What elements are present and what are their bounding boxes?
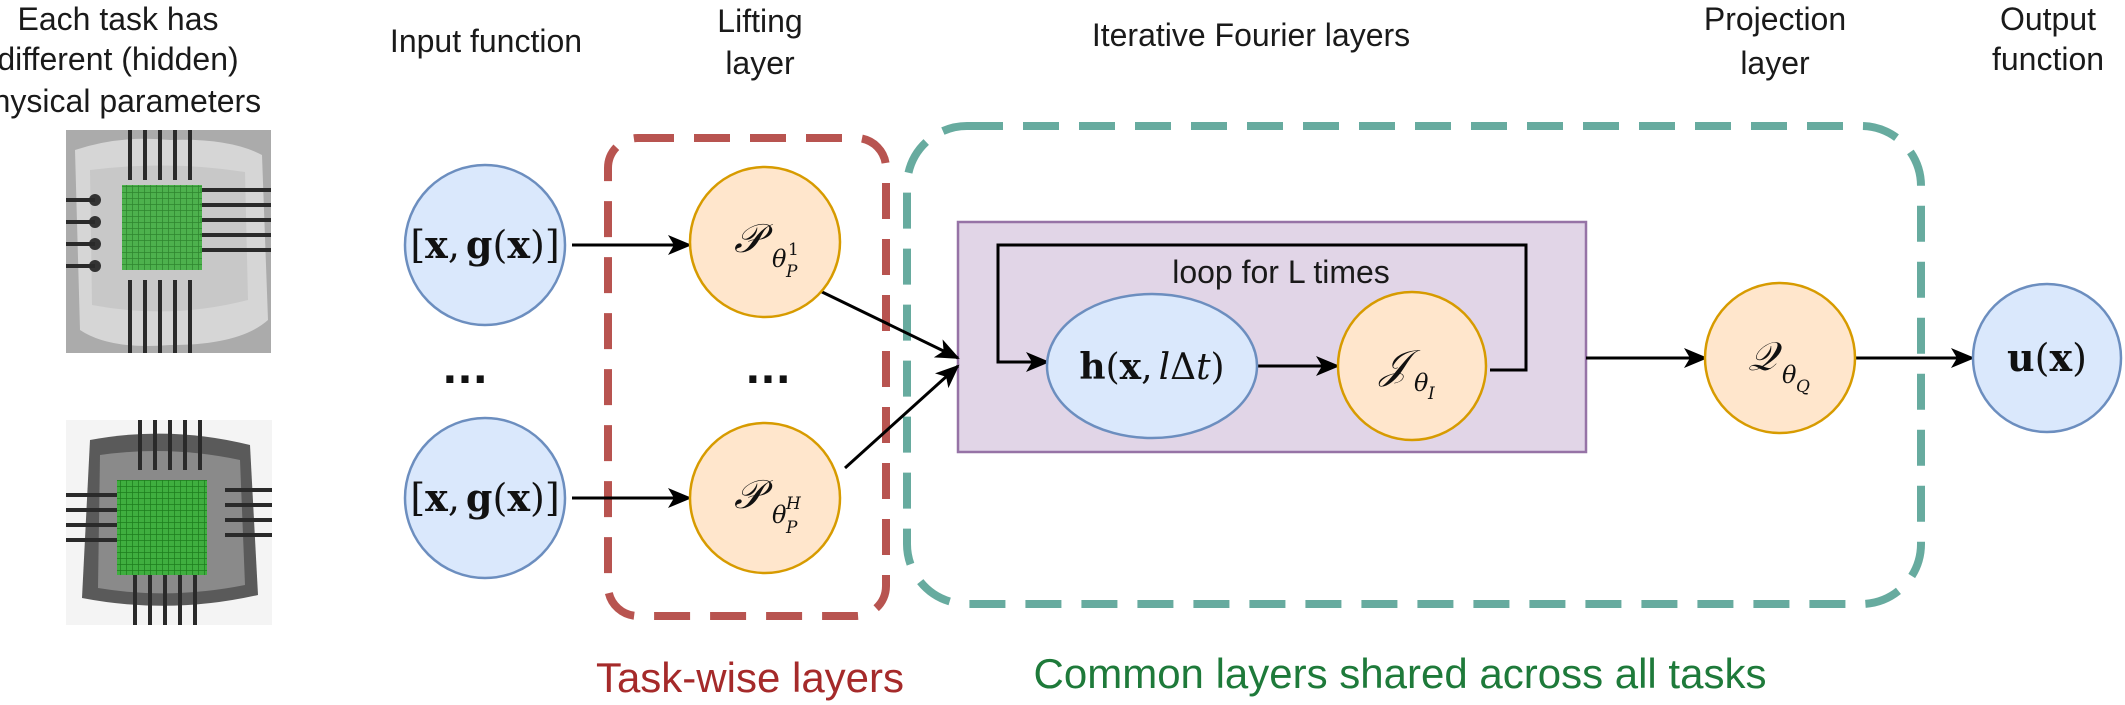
arrow-lift-bottom-to-block <box>843 364 960 470</box>
task-caption-line2: different (hidden) <box>0 41 239 77</box>
svg-text:θ: θ <box>772 245 787 273</box>
input-node-bottom: [x,g(x)] <box>403 416 567 580</box>
lift-node-bottom: 𝒫 θ H P <box>688 421 842 575</box>
task-wise-group-box <box>604 134 890 620</box>
svg-text:Q: Q <box>1796 377 1810 397</box>
svg-text:θ: θ <box>772 501 787 529</box>
svg-text:[x,g(x)]: [x,g(x)] <box>410 475 559 520</box>
lifting-header-line1: Lifting <box>717 3 802 39</box>
fourier-header: Iterative Fourier layers <box>1092 17 1410 53</box>
hidden-state-node: h(x,lΔt) <box>1045 292 1259 440</box>
task-caption-line1: Each task has <box>18 1 219 37</box>
input-function-header: Input function <box>390 23 582 59</box>
input-ellipsis: ... <box>442 347 488 393</box>
output-header-line2: function <box>1992 41 2104 77</box>
svg-text:P: P <box>785 262 798 282</box>
task-caption-line3: physical parameters <box>0 83 261 119</box>
loop-arrow <box>996 243 1528 372</box>
output-header-line1: Output <box>2000 1 2096 37</box>
svg-text:u(x): u(x) <box>2007 335 2087 380</box>
loop-label: loop for L times <box>1172 254 1390 290</box>
projection-header-line2: layer <box>1740 45 1810 81</box>
svg-text:H: H <box>785 494 802 514</box>
common-layers-label: Common layers shared across all tasks <box>1034 650 1767 697</box>
kernel-node: 𝒥 θ I <box>1336 290 1488 442</box>
specimen-photo-bottom <box>66 420 272 625</box>
svg-text:1: 1 <box>788 240 799 260</box>
projection-header-line1: Projection <box>1704 1 1846 37</box>
specimen-photo-top <box>66 130 271 353</box>
input-node-top: [x,g(x)] <box>403 163 567 327</box>
task-wise-label: Task-wise layers <box>596 654 904 701</box>
lifting-header-line2: layer <box>725 45 795 81</box>
lift-node-top: 𝒫 θ 1 P <box>688 165 842 319</box>
svg-text:h(x,lΔt): h(x,lΔt) <box>1079 346 1224 388</box>
svg-text:I: I <box>1427 384 1435 404</box>
svg-text:θ: θ <box>1414 369 1429 397</box>
arrow-lift-top-to-block <box>817 288 960 360</box>
svg-text:P: P <box>785 518 798 538</box>
common-group-box <box>903 122 1925 608</box>
projection-node: 𝒬 θ Q <box>1703 281 1857 435</box>
output-node: u(x) <box>1971 282 2123 434</box>
lift-ellipsis: ... <box>745 347 791 393</box>
svg-text:θ: θ <box>1782 361 1797 389</box>
svg-text:[x,g(x)]: [x,g(x)] <box>410 222 559 267</box>
